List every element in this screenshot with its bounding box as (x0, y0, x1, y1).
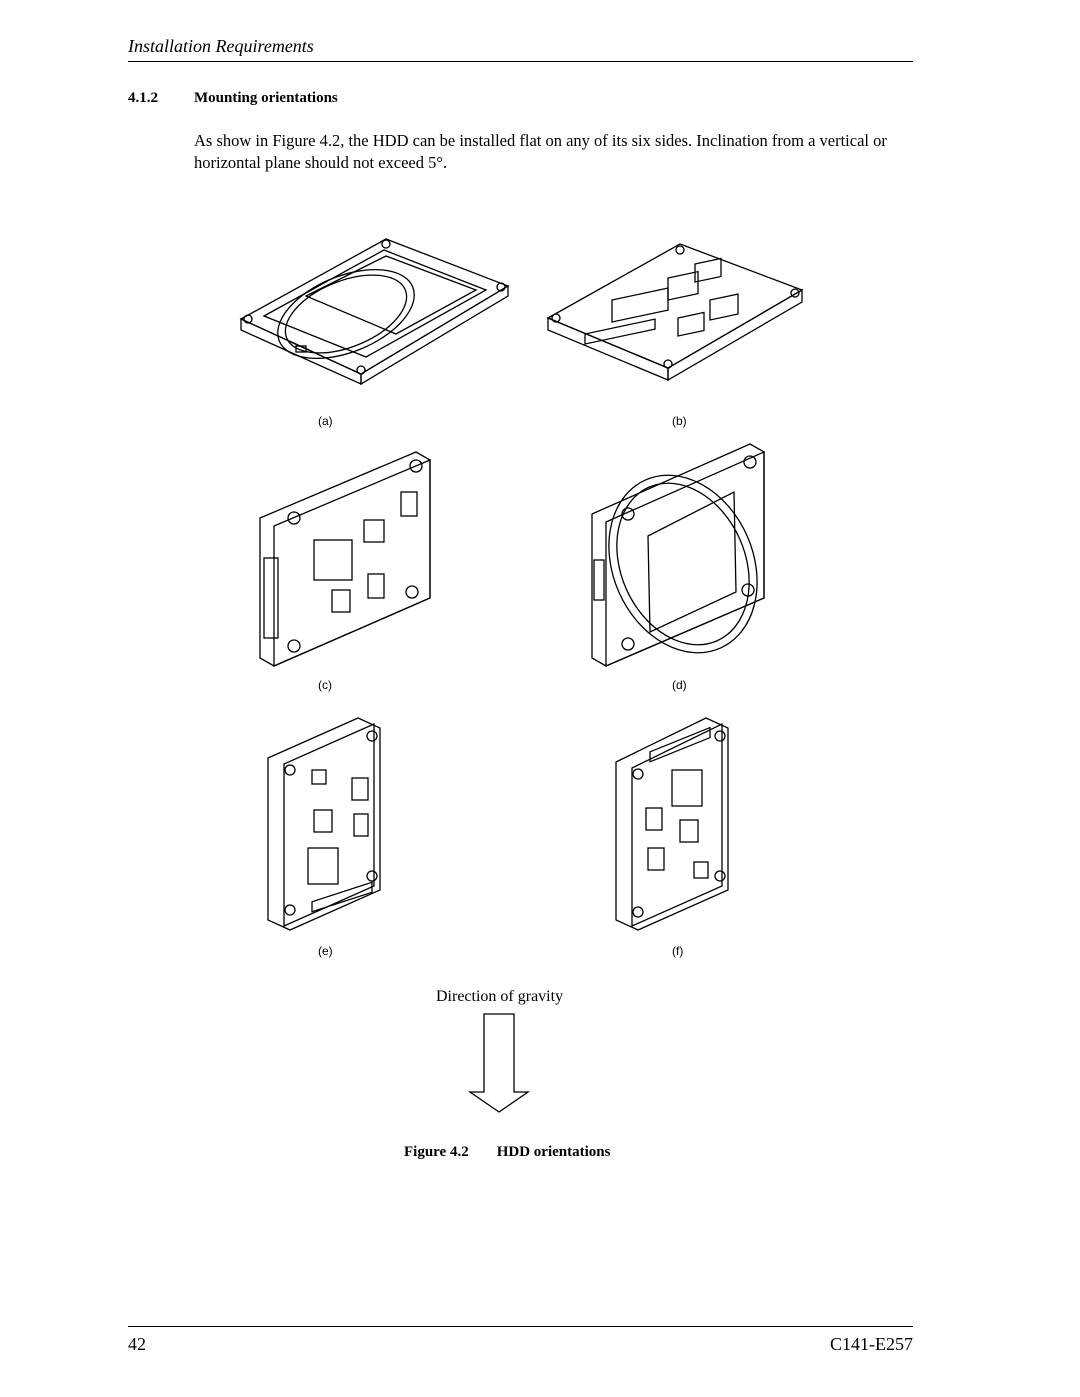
sublabel-d: (d) (672, 678, 687, 692)
sublabel-f: (f) (672, 944, 684, 958)
running-header: Installation Requirements (128, 36, 314, 56)
hdd-drawing-f (615, 717, 729, 931)
sublabel-c: (c) (318, 678, 332, 692)
hdd-drawing-e (267, 717, 381, 931)
sublabel-e: (e) (318, 944, 333, 958)
hdd-drawing-d (591, 443, 765, 667)
hdd-drawing-c (259, 451, 431, 667)
sublabel-a: (a) (318, 414, 333, 428)
body-paragraph: As show in Figure 4.2, the HDD can be in… (194, 131, 887, 172)
hdd-drawing-b (546, 243, 804, 382)
hdd-drawing-a (239, 238, 510, 386)
footer-rule (128, 1326, 913, 1327)
document-code: C141-E257 (830, 1334, 913, 1354)
gravity-label: Direction of gravity (436, 988, 564, 1005)
section-heading: 4.1.2 Mounting orientations (128, 90, 338, 107)
page-number: 42 (128, 1334, 146, 1354)
header-rule (128, 61, 913, 62)
figure-caption: Figure 4.2 HDD orientations (404, 1144, 610, 1161)
figure-caption-prefix: Figure 4.2 (404, 1144, 469, 1160)
figure-caption-title: HDD orientations (496, 1144, 611, 1160)
section-title: Mounting orientations (194, 90, 338, 106)
sublabel-b: (b) (672, 414, 687, 428)
gravity-arrow (467, 1013, 531, 1113)
section-number: 4.1.2 (128, 90, 158, 106)
